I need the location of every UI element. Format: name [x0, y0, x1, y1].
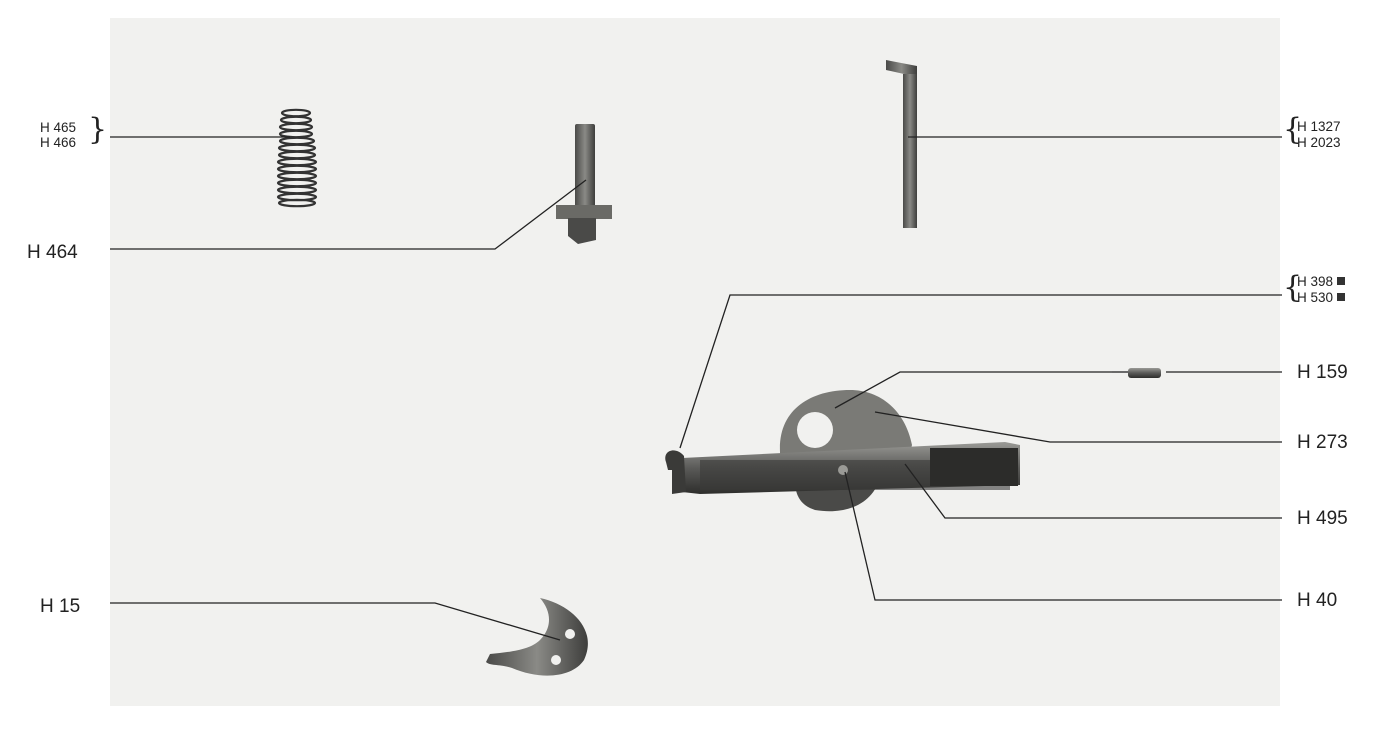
label-h273: H 273: [1297, 432, 1348, 453]
label-h40: H 40: [1297, 590, 1338, 611]
brace-left: }: [88, 112, 108, 147]
brace-right-1327: {: [1283, 112, 1303, 147]
leader-h495: [904, 463, 1282, 519]
arc-part: [486, 598, 588, 676]
label-h2023: H 2023: [1297, 135, 1341, 150]
leader-h40: [844, 471, 1282, 601]
strip-part: [886, 60, 917, 228]
leader-h398: [679, 294, 1282, 449]
leader-h15: [110, 602, 561, 641]
label-h495: H 495: [1297, 508, 1348, 529]
leader-h273: [874, 411, 1282, 443]
leader-h464: [110, 179, 587, 250]
label-h530: H 530: [1297, 290, 1334, 305]
lever-assembly-part: [665, 390, 1020, 512]
square-marker-icon: [1337, 293, 1346, 301]
pin-part: [556, 124, 612, 244]
label-h15: H 15: [40, 596, 81, 617]
parts-plate: [110, 18, 1280, 706]
label-h1327: H 1327: [1297, 119, 1341, 134]
spring-part: [276, 108, 318, 208]
label-h465: H 465: [40, 120, 77, 135]
label-h398-row: H 398: [1297, 274, 1346, 289]
label-h530-row: H 530: [1297, 290, 1346, 305]
label-h398: H 398: [1297, 274, 1334, 289]
label-h159: H 159: [1297, 362, 1348, 383]
leader-lines: [110, 136, 1282, 641]
square-marker-icon: [1337, 277, 1346, 285]
label-h466: H 466: [40, 135, 77, 150]
label-h464: H 464: [27, 242, 78, 263]
small-pin-part: [1128, 368, 1161, 378]
brace-right-398: {: [1283, 270, 1303, 305]
leader-h159-c: [834, 371, 1112, 409]
